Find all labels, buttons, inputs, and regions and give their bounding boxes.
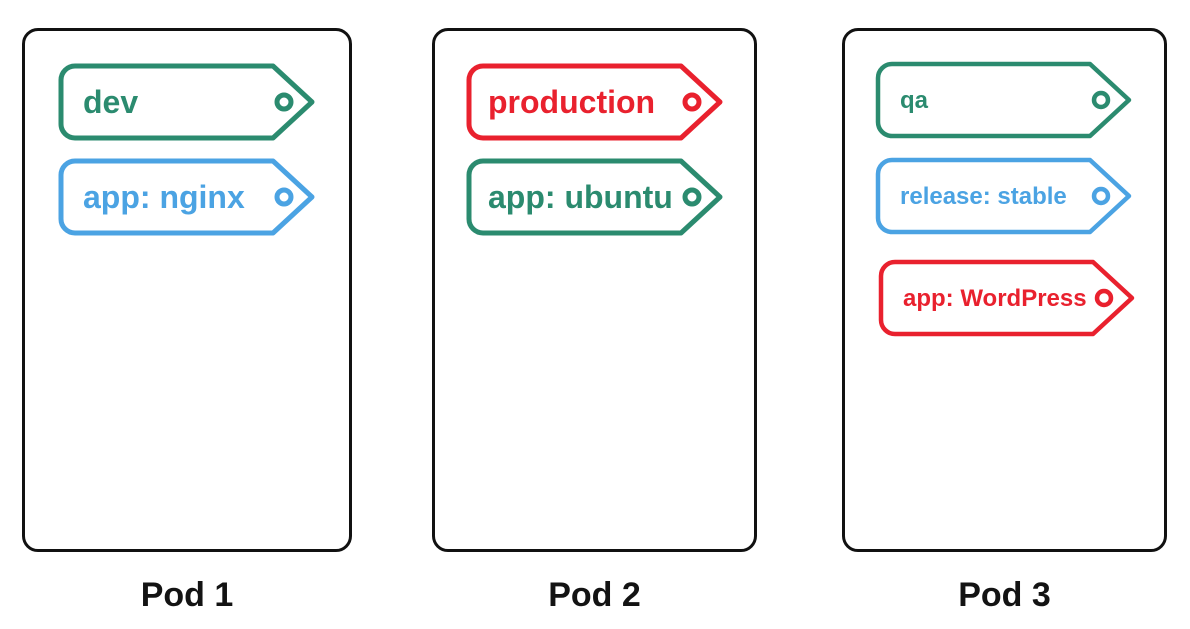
pod-1-caption: Pod 1 <box>140 576 234 614</box>
tag-hole-icon <box>274 92 294 112</box>
tag-text: app: ubuntu <box>488 179 673 215</box>
tag-outline <box>466 158 723 236</box>
tag-outline <box>466 63 723 141</box>
pod-3-caption: Pod 3 <box>958 576 1051 614</box>
tag-hole-icon <box>274 187 294 207</box>
label-tag-release-stable: release: stable <box>875 157 1132 235</box>
tag-outline <box>875 157 1132 235</box>
tag-hole-icon <box>1094 288 1114 308</box>
tag-text: app: WordPress <box>903 285 1087 312</box>
tag-text: production <box>488 84 655 120</box>
label-tag-app-wordpress: app: WordPress <box>878 259 1135 337</box>
tag-text: release: stable <box>900 183 1067 210</box>
pod-3-box: qa release: stable app: WordPress <box>842 28 1167 552</box>
tag-outline <box>875 61 1132 139</box>
tag-outline <box>878 259 1135 337</box>
pod-2-caption: Pod 2 <box>548 576 641 614</box>
label-tag-production: production <box>466 63 723 141</box>
tag-hole-icon <box>682 92 702 112</box>
tag-text: qa <box>900 87 929 114</box>
tag-outline <box>58 63 315 141</box>
tag-outline <box>58 158 315 236</box>
label-tag-dev: dev <box>58 63 315 141</box>
pod-1-box: dev app: nginx <box>22 28 352 552</box>
label-tag-qa: qa <box>875 61 1132 139</box>
label-tag-app-ubuntu: app: ubuntu <box>466 158 723 236</box>
tag-text: dev <box>83 84 138 120</box>
tag-hole-icon <box>1091 186 1111 206</box>
tag-hole-icon <box>1091 90 1111 110</box>
tag-hole-icon <box>682 187 702 207</box>
pod-2-box: production app: ubuntu <box>432 28 757 552</box>
tag-text: app: nginx <box>83 179 245 215</box>
label-tag-app-nginx: app: nginx <box>58 158 315 236</box>
